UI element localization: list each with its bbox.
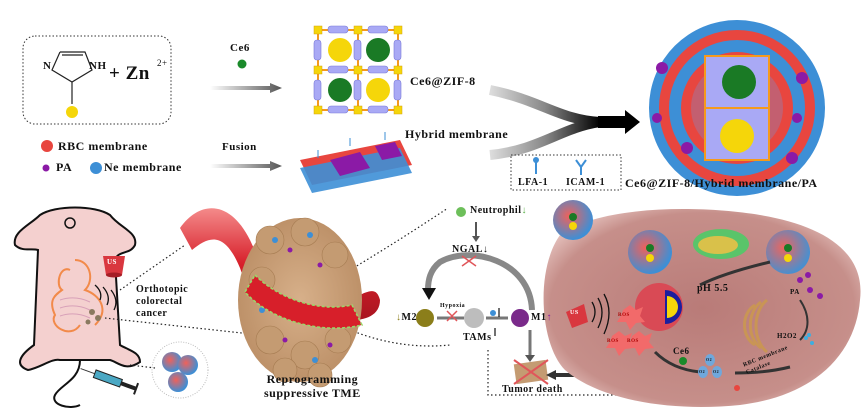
nucleus-icon <box>635 283 683 331</box>
tams-label: TAMs <box>463 332 492 343</box>
oxygen-bubble-icon <box>490 310 496 316</box>
hybrid-membrane-label: Hybrid membrane <box>405 127 509 141</box>
nanoparticle-small-icon <box>162 352 182 372</box>
zif8-framework <box>313 25 403 115</box>
ultrasound-waves-cell <box>591 293 610 335</box>
zinc-charge-label: 2+ <box>157 58 168 68</box>
m2-macrophage-icon <box>416 309 434 327</box>
ultrasound-probe-icon-cell <box>566 304 588 328</box>
tumor-site-line2: colorectal <box>136 296 183 307</box>
cycle-arrow <box>425 252 535 311</box>
methyl-group-icon <box>66 106 78 118</box>
ce6-icon-cell <box>679 357 687 365</box>
ros-burst-icon <box>606 331 634 356</box>
tam-macrophage-icon <box>464 308 484 328</box>
rbc-catalase-icon <box>734 385 740 391</box>
arrow-fusion <box>210 161 282 171</box>
ngal-label: NGAL↓ <box>452 244 489 255</box>
m1-macrophage-icon <box>511 309 529 327</box>
tumor-site-label: Orthotopic colorectal cancer <box>136 284 188 320</box>
hybrid-membrane-sheet <box>300 132 412 193</box>
ultrasound-waves <box>94 284 117 311</box>
o2-label-2: O2 <box>699 369 706 374</box>
final-nanoparticle <box>649 20 825 196</box>
arrow-synthesis <box>210 83 282 93</box>
merge-arrow-head <box>598 110 640 134</box>
ph-label: pH 5.5 <box>697 283 729 294</box>
merge-arrow-top <box>489 85 601 127</box>
lfa1-label: LFA-1 <box>518 177 549 188</box>
m2-text: M2 <box>401 312 417 323</box>
nanoparticle-small-icon <box>178 355 198 375</box>
m1-text: M1 <box>531 312 547 323</box>
legend-pa-label: PA <box>56 160 73 174</box>
ngal-text: NGAL <box>452 244 483 255</box>
blood-vessel <box>180 208 380 321</box>
ros-burst-icon <box>626 331 654 356</box>
mitochondrion-icon <box>693 229 749 259</box>
tumor-site-line1: Orthotopic <box>136 284 189 295</box>
tme-caption-line1: Reprogramming <box>266 372 359 386</box>
neutrophil-icon <box>456 207 466 217</box>
hypoxia-label: Hypoxia <box>440 303 466 309</box>
tumor-death-label: Tumor death <box>502 384 563 395</box>
mouse-illustration <box>13 206 142 408</box>
syringe-icon <box>80 368 140 395</box>
m1-label: M1↑ <box>531 312 552 323</box>
h2o2-label: H2O2 <box>777 332 797 340</box>
ros-label-2: ROS <box>607 339 619 344</box>
ultrasound-probe-icon <box>103 256 125 278</box>
ce6-cell-label: Ce6 <box>673 346 690 356</box>
cell-us-label: US <box>570 310 579 316</box>
legend-rbc-label: RBC membrane <box>58 139 148 153</box>
nanoparticle-small-icon <box>168 372 188 392</box>
ce6-dot-icon <box>237 59 247 69</box>
cycle-block-icon <box>461 255 477 267</box>
pa-cell-label: PA <box>790 288 800 296</box>
legend-pa-icon <box>42 164 50 172</box>
tumor-mass <box>238 217 362 388</box>
icam1-label: ICAM-1 <box>566 177 606 188</box>
imidazole-structure <box>51 51 93 104</box>
merge-arrow-bottom <box>489 117 601 160</box>
mouse-us-label: US <box>107 258 117 266</box>
neutrophil-label: Neutrophil↓ <box>470 205 527 216</box>
final-product-label: Ce6@ZIF-8/Hybrid membrane/PA <box>625 176 818 190</box>
lollipop-receptor-icon <box>533 157 539 174</box>
ros-label-1: ROS <box>618 313 630 318</box>
golgi-icon <box>743 298 768 354</box>
tme-caption-line2: suppressive TME <box>264 386 361 400</box>
receptor-legend-box <box>510 154 622 191</box>
m2-label: ↓M2 <box>396 312 417 323</box>
oxygen-molecule-icon <box>698 354 722 378</box>
ros-label-3: ROS <box>627 339 639 344</box>
imidazole-n-label: N <box>43 60 52 72</box>
tme-caption: Reprogramming suppressive TME <box>264 372 361 400</box>
hypoxia-block-icon <box>446 310 458 322</box>
water-drops-icon <box>804 333 814 345</box>
neutrophil-text: Neutrophil <box>470 205 522 216</box>
vessel-segment <box>244 273 364 329</box>
tumor-site-line3: cancer <box>136 308 168 319</box>
dead-tumor-icon <box>513 359 549 385</box>
o2-label-1: O2 <box>706 357 713 362</box>
fusion-label: Fusion <box>222 141 257 153</box>
legend-ne-icon <box>90 162 102 174</box>
legend-rbc-icon <box>41 140 53 152</box>
o2-label-3: O2 <box>713 369 720 374</box>
y-receptor-icon <box>575 159 587 175</box>
legend-ne-label: Ne membrane <box>104 160 182 174</box>
reactant-box <box>22 35 172 125</box>
ros-burst-icon <box>617 305 645 330</box>
ce6-zif8-label: Ce6@ZIF-8 <box>410 74 476 88</box>
ce6-label: Ce6 <box>230 42 250 54</box>
zinc-label: + Zn <box>109 63 150 84</box>
imidazole-nh-label: NH <box>89 60 107 72</box>
